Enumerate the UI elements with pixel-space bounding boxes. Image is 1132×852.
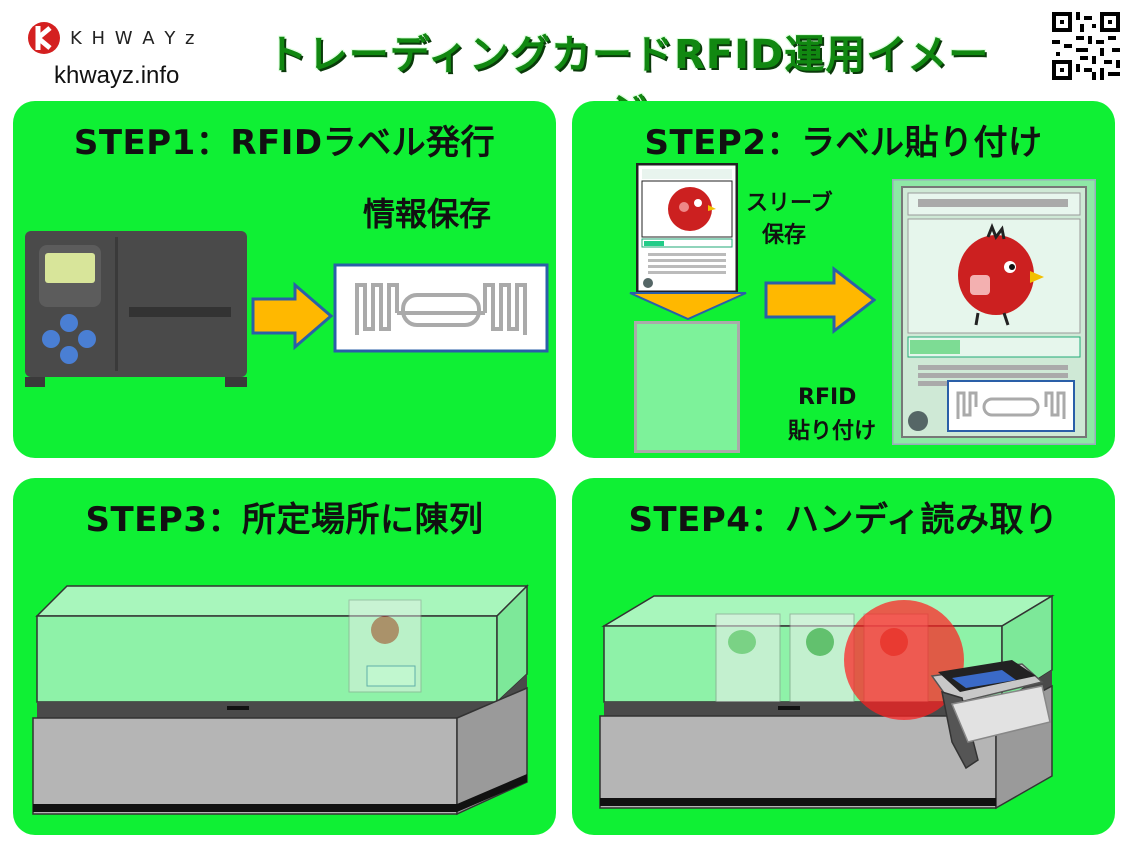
step2-title: STEP2：ラベル貼り付け [644, 123, 1043, 163]
sleeve-label-line1: スリーブ [746, 191, 833, 216]
card-with-rfid-icon [892, 179, 1096, 445]
step1-title: STEP1：RFIDラベル発行 [73, 123, 496, 163]
step1-note: 情報保存 [363, 195, 492, 233]
khwayz-logo-icon [28, 22, 60, 54]
rfid-label-icon [333, 263, 549, 353]
step4-title: STEP4：ハンディ読み取り [628, 500, 1059, 540]
sleeve-label-line2: 保存 [762, 223, 807, 248]
read-zone [844, 600, 964, 720]
handheld-reader-icon [930, 660, 1051, 770]
step4-panel: STEP4：ハンディ読み取り [572, 478, 1115, 835]
card-in-case [348, 599, 422, 693]
qr-code-icon[interactable] [1052, 12, 1120, 80]
step3-title: STEP3：所定場所に陳列 [85, 500, 484, 540]
site-link[interactable]: khwayz.info [54, 62, 180, 89]
arrow-icon [764, 265, 876, 335]
card-sleeve [634, 321, 740, 453]
arrow-icon [251, 281, 333, 351]
down-arrow-icon [629, 292, 747, 321]
rfid-attach-line1: RFID [798, 385, 857, 410]
trading-card-icon [636, 163, 738, 293]
label-printer-icon [25, 231, 247, 387]
step3-panel: STEP3：所定場所に陳列 [13, 478, 556, 835]
display-case-reading-icon [599, 594, 1055, 810]
logo-text: K H W A Y z [70, 28, 197, 49]
step2-panel: STEP2：ラベル貼り付け スリーブ 保存 [572, 101, 1115, 458]
step1-panel: STEP1：RFIDラベル発行 情報保存 [13, 101, 556, 458]
logo: K H W A Y z [26, 18, 226, 58]
rfid-attach-line2: 貼り付け [788, 419, 877, 444]
display-case-icon [32, 584, 529, 816]
